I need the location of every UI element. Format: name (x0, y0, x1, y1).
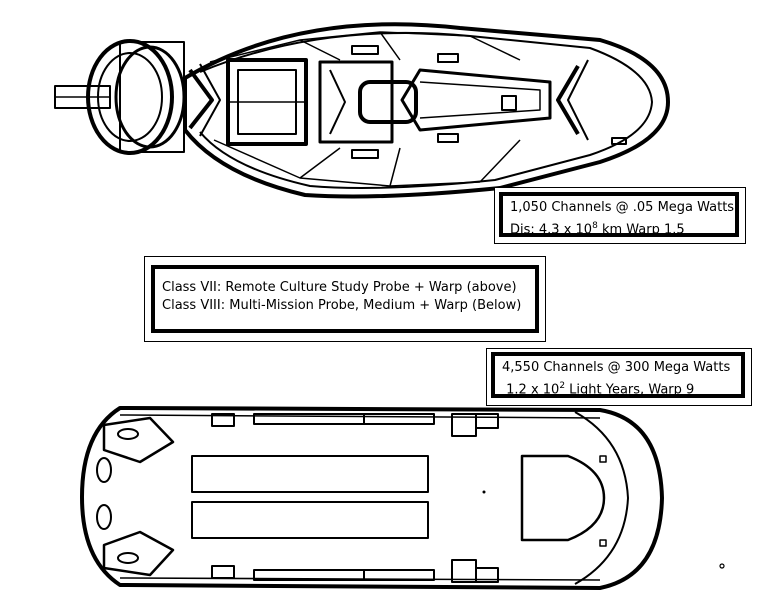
upper-probe-channels: 1,050 Channels @ .05 Mega Watts (510, 200, 735, 215)
lower-probe-specs-box: 4,550 Channels @ 300 Mega Watts 1.2 x 10… (486, 348, 752, 406)
lower-probe-range: 1.2 x 102 Light Years, Warp 9 (502, 381, 695, 398)
upper-probe-specs-box: 1,050 Channels @ .05 Mega Watts Dis: 4.3… (494, 187, 746, 244)
upper-probe-specs-inner: 1,050 Channels @ .05 Mega Watts Dis: 4.3… (499, 192, 739, 237)
class-vii-probe-drawing (54, 22, 670, 199)
lower-probe-specs-inner: 4,550 Channels @ 300 Mega Watts 1.2 x 10… (491, 352, 745, 398)
class-vii-label: Class VII: Remote Culture Study Probe + … (162, 280, 517, 295)
class-viii-probe-drawing (80, 406, 725, 590)
class-legend-inner: Class VII: Remote Culture Study Probe + … (151, 265, 539, 333)
lower-probe-channels: 4,550 Channels @ 300 Mega Watts (502, 360, 731, 375)
class-legend-box: Class VII: Remote Culture Study Probe + … (144, 256, 546, 342)
upper-probe-distance: Dis: 4.3 x 108 km Warp 1.5 (510, 221, 685, 238)
class-viii-label: Class VIII: Multi-Mission Probe, Medium … (162, 298, 522, 313)
